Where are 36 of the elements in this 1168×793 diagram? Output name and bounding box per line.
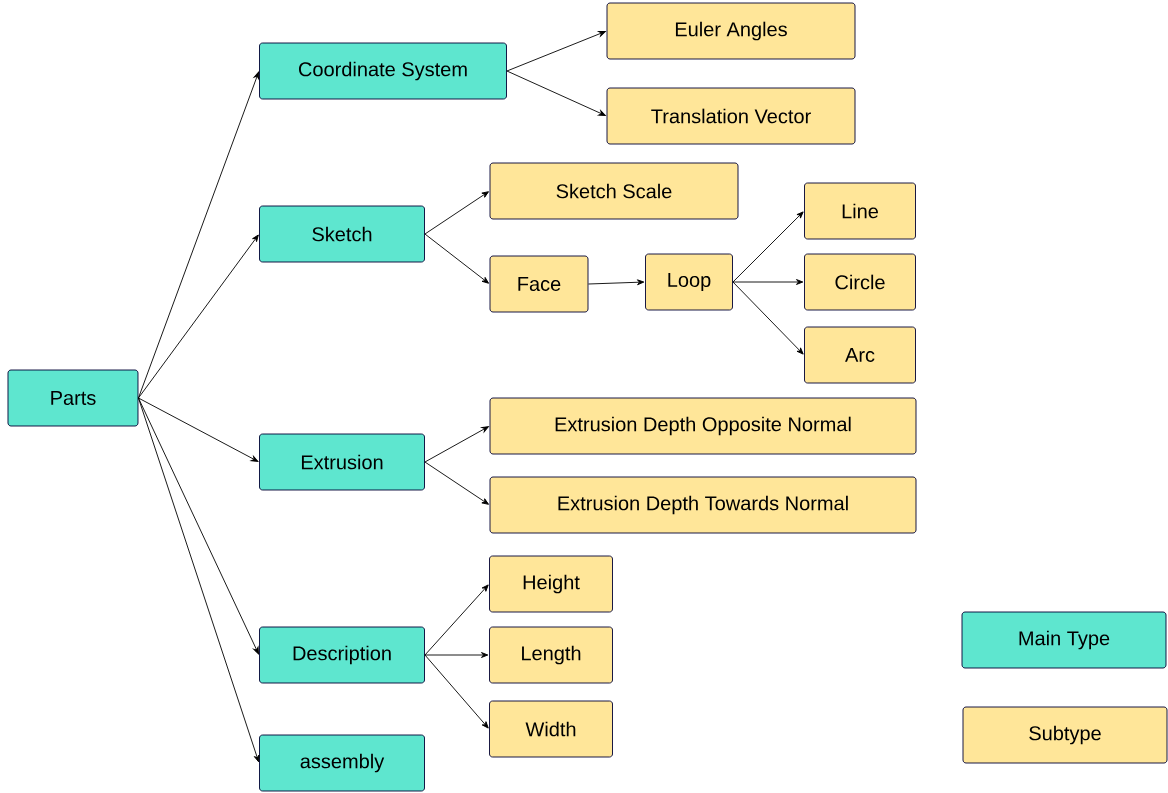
- main-type-box: assembly: [259, 734, 425, 792]
- arrow: [424, 191, 489, 235]
- subtype-box: Length: [489, 626, 613, 684]
- arrow: [424, 233, 489, 284]
- arrow: [424, 461, 489, 505]
- subtype-box: Extrusion Depth Towards Normal: [489, 476, 917, 534]
- subtype-box: Translation Vector: [606, 87, 856, 145]
- arrow: [424, 654, 489, 729]
- arrow: [138, 71, 260, 399]
- subtype-box: Height: [489, 555, 613, 613]
- arrow: [424, 584, 489, 656]
- arrow: [732, 281, 804, 355]
- subtype-box: Face: [489, 255, 589, 313]
- arrow: [138, 397, 260, 763]
- subtype-box: Euler Angles: [606, 2, 856, 60]
- arrow: [506, 70, 606, 116]
- arrow: [732, 279, 804, 285]
- main-type-box: Sketch: [259, 205, 425, 263]
- subtype-box: Loop: [645, 253, 733, 311]
- subtype-box: Sketch Scale: [489, 162, 739, 220]
- arrow: [588, 279, 645, 286]
- arrow: [138, 397, 259, 462]
- main-type-box: Extrusion: [259, 433, 425, 491]
- main-type-box: Parts: [7, 369, 139, 427]
- main-type-box: Description: [259, 626, 425, 684]
- subtype-box: Width: [489, 700, 613, 758]
- main-type-box: Coordinate System: [259, 42, 507, 100]
- subtype-box: Arc: [804, 326, 916, 384]
- subtype-box: Line: [804, 182, 916, 240]
- subtype-box: Extrusion Depth Opposite Normal: [489, 397, 917, 455]
- arrow: [424, 426, 489, 463]
- arrow: [138, 234, 259, 399]
- arrow: [424, 652, 489, 658]
- subtype-box: Circle: [804, 253, 916, 311]
- arrow: [506, 31, 606, 72]
- arrow: [732, 211, 804, 283]
